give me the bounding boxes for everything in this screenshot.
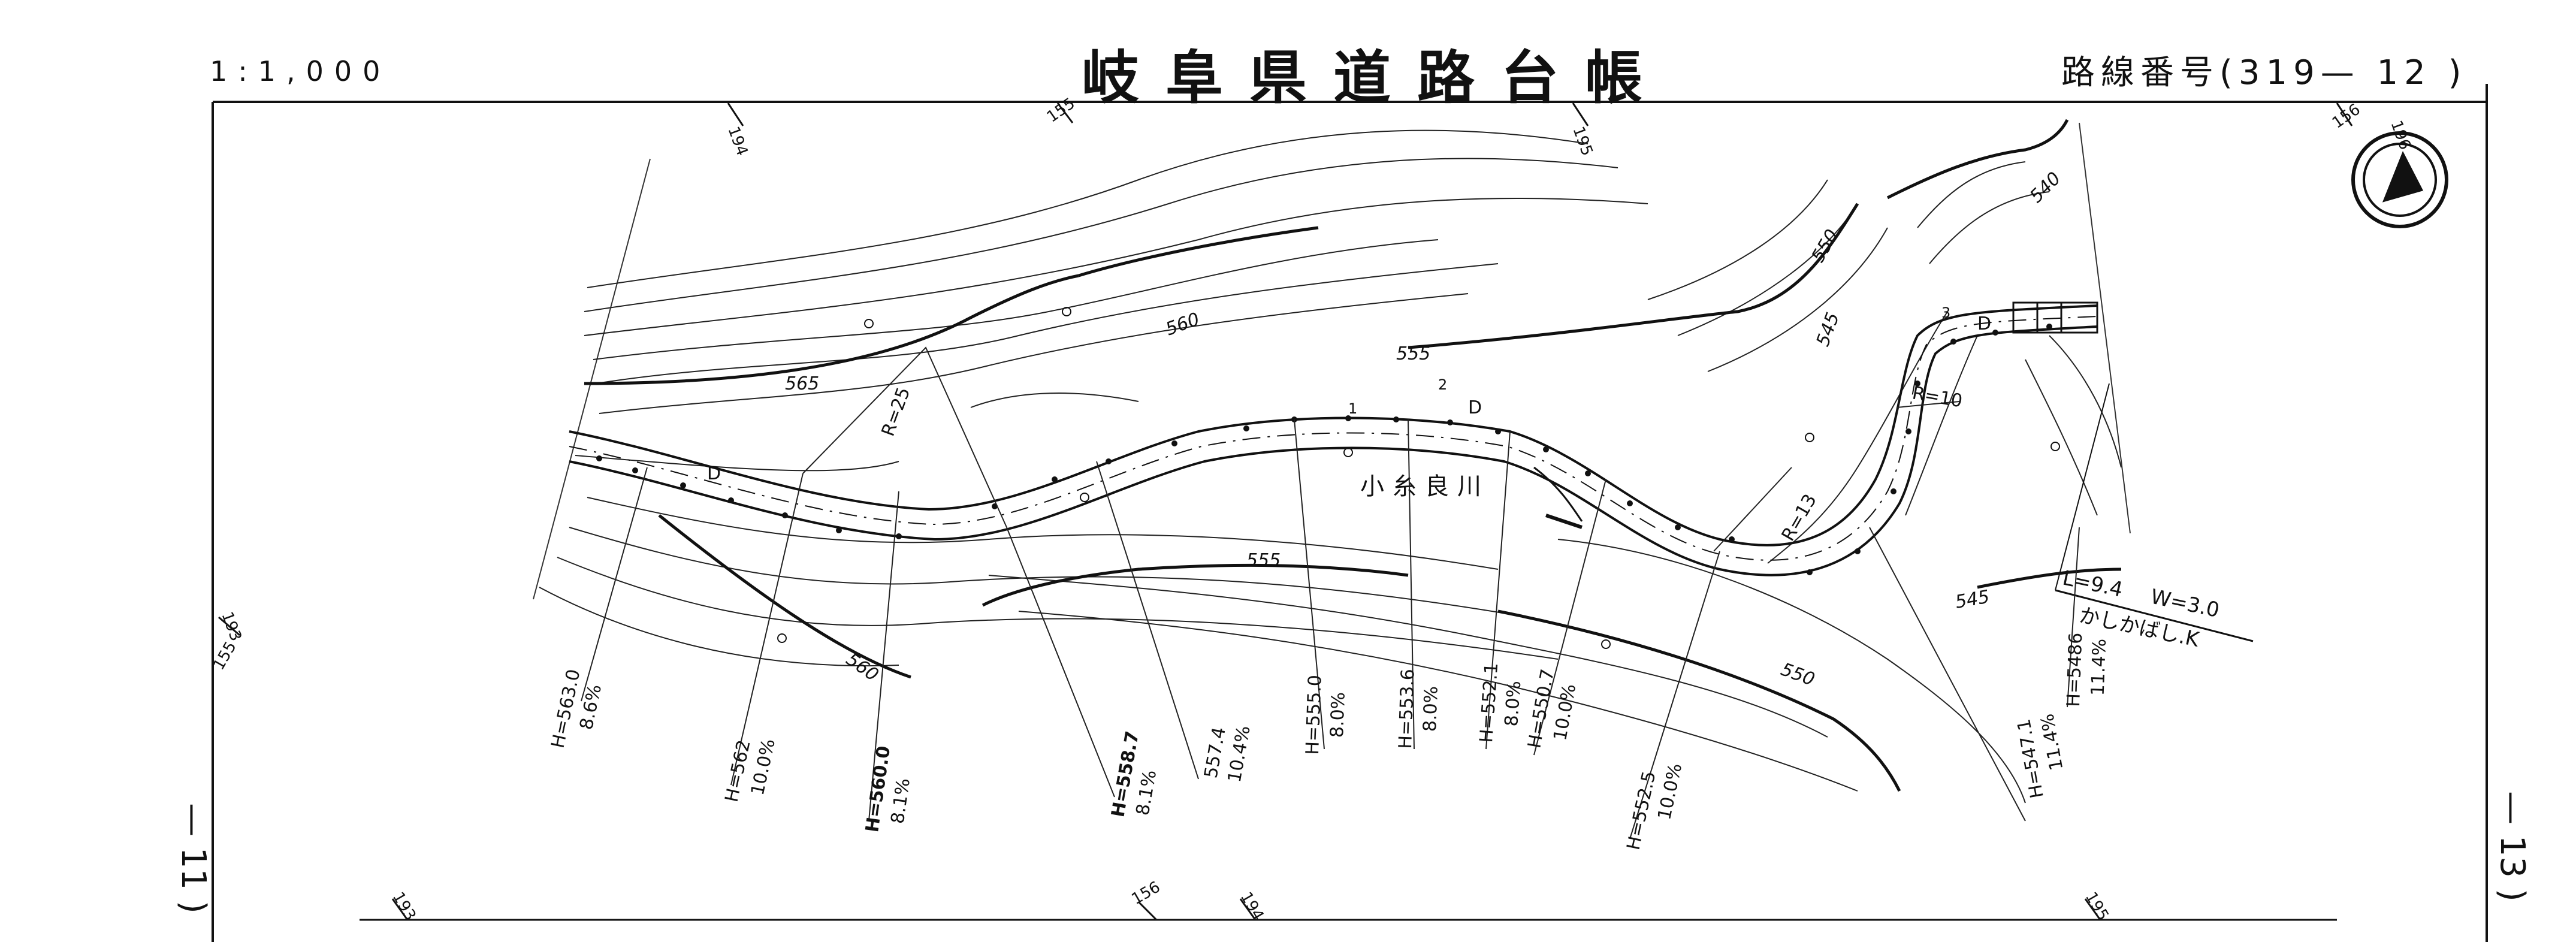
grid-label: 155 bbox=[210, 639, 240, 674]
road-centreline bbox=[569, 316, 2098, 561]
svg-text:H=553.6: H=553.6 bbox=[1395, 669, 1419, 750]
section-label: H=5486 11.4% bbox=[2063, 632, 2110, 707]
svg-text:11.4%: 11.4% bbox=[2088, 638, 2110, 696]
svg-text:8.1%: 8.1% bbox=[1133, 768, 1161, 817]
curve-radius-lines bbox=[802, 346, 1960, 552]
svg-text:H=552.1: H=552.1 bbox=[1476, 662, 1502, 744]
contour-label: 565 bbox=[785, 373, 819, 394]
section-label: H=562 10.0% bbox=[721, 737, 780, 804]
survey-boundary bbox=[533, 122, 2131, 600]
adjacent-sheet-right: — 13 ) bbox=[2493, 791, 2532, 902]
section-label: H=563.0 8.6% bbox=[548, 668, 606, 750]
section-label: 557.4 10.4% bbox=[1200, 724, 1254, 784]
svg-text:H=5486: H=5486 bbox=[2063, 632, 2086, 707]
bridge-length: L=9.4 bbox=[2061, 566, 2125, 602]
contour-565 bbox=[584, 274, 1079, 385]
contour-label: 560 bbox=[1163, 309, 1203, 340]
contour-label: 545 bbox=[1813, 310, 1844, 349]
road-mark: 2 bbox=[1438, 376, 1447, 393]
contour-label: 550 bbox=[1808, 226, 1843, 266]
contour-label: 540 bbox=[2026, 168, 2065, 207]
contour-550 bbox=[1408, 203, 1859, 349]
grid-label: 193 bbox=[218, 609, 244, 644]
section-labels: H=563.0 8.6% H=562 10.0% H=560.0 8.1% H=… bbox=[548, 632, 2110, 852]
contour-540 bbox=[1886, 119, 2069, 200]
map-symbols bbox=[777, 307, 2060, 649]
contour-label: 555 bbox=[1246, 550, 1281, 571]
contour-lines bbox=[539, 129, 2122, 804]
contour-560-lower bbox=[658, 514, 911, 679]
page-title: 岐阜県道路台帳 bbox=[1082, 44, 1669, 111]
road-points bbox=[596, 324, 2052, 575]
contour-label: 545 bbox=[1953, 586, 1991, 612]
grid-label: 194 bbox=[1237, 889, 1267, 924]
grid-label: 193 bbox=[389, 889, 419, 924]
svg-text:10.0%: 10.0% bbox=[1654, 762, 1686, 822]
bridge bbox=[2012, 301, 2254, 642]
svg-text:H=562: H=562 bbox=[721, 738, 755, 804]
contour-550-lower bbox=[1497, 609, 1901, 792]
contour-label: 550 bbox=[1778, 659, 1817, 690]
grid-label: 156 bbox=[2329, 101, 2364, 132]
grid-labels: 194 155 195 156 196 193 155 193 156 194 … bbox=[210, 95, 2414, 924]
section-label: H=560.0 8.1% bbox=[862, 745, 914, 834]
curve-radius: R=25 bbox=[878, 385, 915, 439]
river-name: 小糸良川 bbox=[1360, 473, 1490, 500]
svg-text:8.0%: 8.0% bbox=[1327, 692, 1349, 738]
contour-555-lower bbox=[982, 563, 1409, 607]
grid-label: 195 bbox=[2082, 889, 2112, 924]
road-mark: D bbox=[707, 463, 721, 484]
svg-text:8.0%: 8.0% bbox=[1501, 680, 1525, 727]
road-mark: 1 bbox=[1348, 400, 1357, 417]
north-arrow-icon bbox=[2351, 131, 2448, 228]
road bbox=[569, 304, 2098, 576]
section-label: H=550.7 10.0% bbox=[1524, 668, 1580, 750]
map-frame bbox=[212, 84, 2488, 942]
contour-labels: 565 560 555 550 545 540 555 560 550 545 bbox=[785, 168, 2065, 690]
svg-text:H=555.0: H=555.0 bbox=[1302, 675, 1326, 756]
section-lines bbox=[581, 419, 2080, 840]
contour-label: 560 bbox=[842, 649, 882, 686]
adjacent-sheet-left: — 11 ) bbox=[174, 803, 213, 914]
svg-text:H=552.5: H=552.5 bbox=[1623, 769, 1660, 852]
route-number: 路線番号(319— 12 ) bbox=[2061, 53, 2468, 92]
section-label: H=552.5 10.0% bbox=[1623, 762, 1687, 852]
contour-545-right bbox=[1977, 567, 2122, 589]
svg-text:8.0%: 8.0% bbox=[1420, 686, 1442, 732]
grid-label: 156 bbox=[1129, 878, 1164, 908]
index-contours bbox=[584, 119, 2122, 792]
grid-ticks bbox=[218, 102, 2353, 921]
river bbox=[1533, 466, 1583, 529]
section-label: H=558.7 8.1% bbox=[1107, 729, 1161, 819]
section-label: H=547.1 11.4% bbox=[2013, 712, 2067, 799]
contour-label: 555 bbox=[1396, 343, 1430, 364]
grid-label: 194 bbox=[724, 124, 751, 158]
road-mark: D bbox=[1468, 397, 1482, 418]
road-edge-upper bbox=[569, 304, 2098, 547]
section-label: H=552.1 8.0% bbox=[1476, 662, 1525, 744]
road-edge-lower bbox=[569, 325, 2098, 576]
grid-label: 155 bbox=[1044, 95, 1079, 126]
svg-text:8.1%: 8.1% bbox=[887, 777, 914, 825]
section-label: H=553.6 8.0% bbox=[1395, 669, 1442, 750]
road-mark: D bbox=[1977, 313, 1991, 334]
scale-label: 1:1,000 bbox=[210, 55, 391, 87]
svg-text:H=563.0: H=563.0 bbox=[548, 668, 585, 750]
road-mark: 3 bbox=[1941, 304, 1950, 321]
contour-560 bbox=[1078, 226, 1319, 277]
section-label: H=555.0 8.0% bbox=[1302, 675, 1349, 756]
